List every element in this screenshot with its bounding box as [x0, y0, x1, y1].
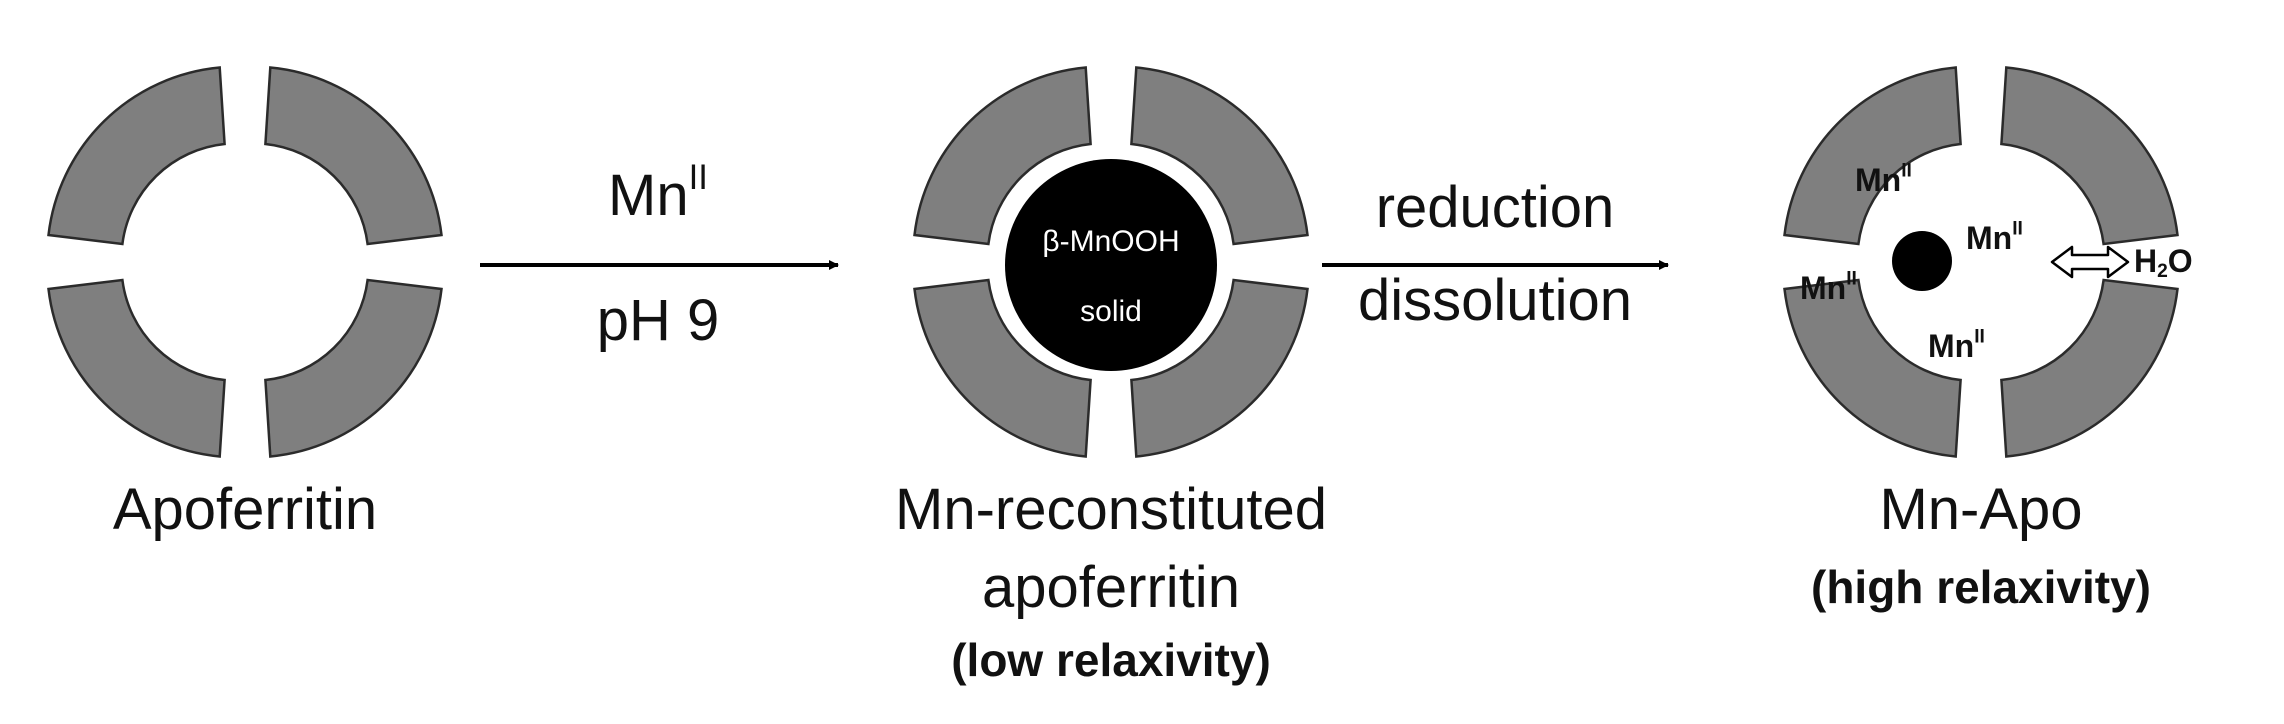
- mn-ion-symbol: Mn: [1855, 162, 1902, 198]
- core-state-label: solid: [1080, 295, 1142, 328]
- reconstituted-label-line1: Mn-reconstituted: [895, 477, 1327, 542]
- water-h: H: [2134, 243, 2158, 279]
- water-subscript: 2: [2157, 260, 2168, 282]
- mn-ion-charge: II: [1974, 326, 1985, 348]
- shell-segment-bottom-right: [2000, 278, 2179, 458]
- apoferritin-label: Apoferritin: [112, 477, 378, 542]
- high-relaxivity-note: (high relaxivity): [1811, 561, 2151, 613]
- shell-segment-bottom-left: [1783, 278, 1962, 458]
- shell-segment-top-right: [2000, 66, 2179, 246]
- shell-segment-top-right: [1130, 66, 1309, 246]
- mn-ion-top: MnII: [1855, 162, 1912, 199]
- oxidation-state: II: [688, 157, 708, 197]
- shell-segment-bottom-left: [47, 278, 226, 458]
- mn-ion-symbol: Mn: [1800, 270, 1847, 306]
- reconstituted-label-line2: apoferritin: [982, 555, 1240, 620]
- water-exchange-arrow: [2050, 245, 2130, 279]
- reagent-label: MnII: [608, 160, 708, 230]
- reagent-mn: Mn: [608, 163, 689, 228]
- mn-apo-shell: [1783, 66, 2179, 458]
- mn-apo-label: Mn-Apo: [1879, 477, 2083, 542]
- dissolution-label: dissolution: [1357, 268, 1633, 333]
- shell-segment-bottom-right: [1130, 278, 1309, 458]
- water-o: O: [2167, 243, 2193, 279]
- shell-segment-top-right: [264, 66, 443, 246]
- shell-segment-top-left: [913, 66, 1092, 246]
- mn-ion-left: MnII: [1800, 270, 1857, 307]
- mn-ion-right: MnII: [1966, 220, 2023, 257]
- ph-condition-label: pH 9: [596, 288, 720, 353]
- mn-ion-charge: II: [1846, 268, 1857, 290]
- mn-ion-bottom: MnII: [1928, 328, 1985, 365]
- core-composition-label: β-MnOOH: [1042, 225, 1180, 258]
- low-relaxivity-note: (low relaxivity): [951, 634, 1271, 686]
- mn-ion-charge: II: [2012, 218, 2023, 240]
- reduction-label: reduction: [1375, 175, 1615, 240]
- reconstituted-shell: [913, 66, 1309, 458]
- shell-segment-bottom-left: [913, 278, 1092, 458]
- shell-segment-top-left: [47, 66, 226, 246]
- apoferritin-shell: [47, 66, 443, 458]
- residual-core-dot: [1892, 231, 1952, 291]
- water-label: H2O: [2134, 243, 2193, 282]
- mn-ion-symbol: Mn: [1966, 220, 2013, 256]
- shell-segment-top-left: [1783, 66, 1962, 246]
- mn-ion-symbol: Mn: [1928, 328, 1975, 364]
- shell-segment-bottom-right: [264, 278, 443, 458]
- mnooh-solid-core: [1005, 159, 1217, 371]
- mn-ion-charge: II: [1901, 160, 1912, 182]
